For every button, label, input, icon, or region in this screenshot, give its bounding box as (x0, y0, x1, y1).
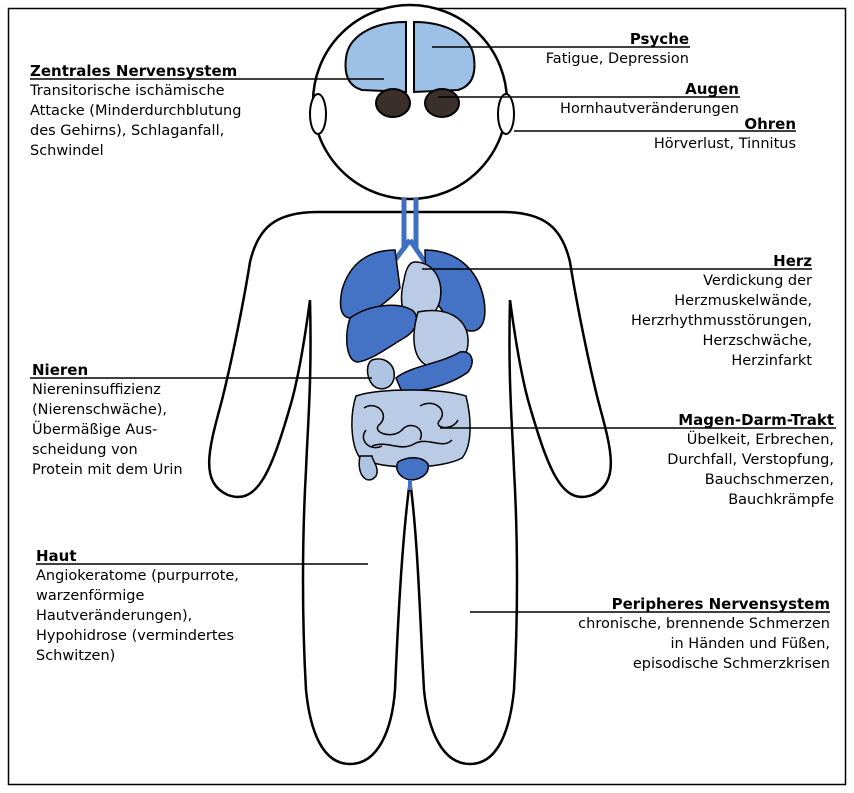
label-psyche-title: Psyche (546, 29, 689, 49)
label-nieren-body: Niereninsuffizienz (Nierenschwäche), Übe… (32, 380, 183, 480)
label-magen-body: Übelkeit, Erbrechen, Durchfall, Verstopf… (667, 430, 834, 510)
label-zentrales-nervensystem: Zentrales Nervensystem Transitorische is… (30, 61, 241, 161)
label-haut-body: Angiokeratome (purpurrote, warzenförmige… (36, 566, 239, 666)
right-eye (425, 89, 459, 117)
label-zns-title: Zentrales Nervensystem (30, 61, 241, 81)
label-augen-title: Augen (560, 79, 739, 99)
label-herz-title: Herz (631, 251, 812, 271)
left-ear (310, 94, 326, 134)
label-zns-body: Transitorische ischämische Attacke (Mind… (30, 81, 241, 161)
label-nieren: Nieren Niereninsuffizienz (Nierenschwäch… (32, 360, 183, 480)
label-magen-title: Magen-Darm-Trakt (667, 410, 834, 430)
label-ohren-title: Ohren (654, 114, 796, 134)
label-haut: Haut Angiokeratome (purpurrote, warzenfö… (36, 546, 239, 666)
label-herz: Herz Verdickung der Herzmuskelwände, Her… (631, 251, 812, 371)
label-magen-darm-trakt: Magen-Darm-Trakt Übelkeit, Erbrechen, Du… (667, 410, 834, 510)
label-haut-title: Haut (36, 546, 239, 566)
right-ear (498, 94, 514, 134)
kidney-left (368, 359, 395, 389)
label-pns-body: chronische, brennende Schmerzen in Hände… (578, 614, 830, 674)
label-herz-body: Verdickung der Herzmuskelwände, Herzrhyt… (631, 271, 812, 371)
label-ohren: Ohren Hörverlust, Tinnitus (654, 114, 796, 154)
label-nieren-title: Nieren (32, 360, 183, 380)
left-eye (376, 89, 410, 117)
label-pns-title: Peripheres Nervensystem (578, 594, 830, 614)
bladder (397, 458, 429, 480)
label-psyche: Psyche Fatigue, Depression (546, 29, 689, 69)
label-augen: Augen Hornhautveränderungen (560, 79, 739, 119)
label-ohren-body: Hörverlust, Tinnitus (654, 134, 796, 154)
label-peripheres-nervensystem: Peripheres Nervensystem chronische, bren… (578, 594, 830, 674)
label-psyche-body: Fatigue, Depression (546, 49, 689, 69)
